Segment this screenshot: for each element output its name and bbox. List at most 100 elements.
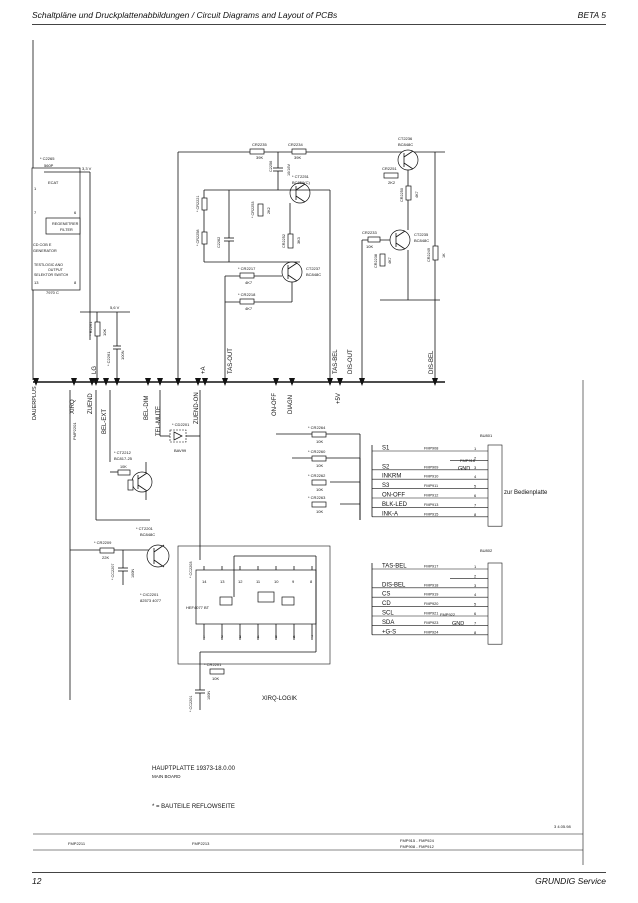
connector-pin: 4 [474, 592, 477, 597]
cr2221-body [201, 197, 208, 211]
cr2201-value: 10K [212, 676, 219, 681]
cr2249-label: CR2249 [427, 248, 431, 262]
cr2221-label: * CR2221 [196, 196, 200, 212]
cr2238-label: CR2238 [374, 254, 378, 268]
cr2253-label: * CR2253 [251, 202, 255, 218]
pin-1: 1 [34, 186, 37, 191]
connector-fmp: FMP923 [424, 621, 438, 625]
connector-pin: 6 [474, 611, 477, 616]
ct2251-symbol [289, 182, 311, 204]
resistor-body [311, 501, 327, 508]
connector-fmp: FMP919 [424, 593, 438, 597]
bu801-label: BU801 [480, 433, 493, 438]
r2261-value: 10K [102, 329, 107, 336]
opto-label-2: OUTPUT [48, 268, 64, 272]
connector-fmp: FMP920 [424, 602, 438, 606]
pin-8: 8 [74, 280, 77, 285]
connector-pin: 3 [474, 583, 477, 588]
board-title: HAUPTPLATTE 19373-18.0.00 [152, 766, 236, 772]
label-zuend-on: ZUEND-ON [194, 392, 200, 424]
cr2253-body [257, 203, 264, 217]
connector-signal: S1 [382, 446, 390, 452]
cr2258-label: * CR2258 [196, 230, 200, 246]
connector-fmp: FMP915 [424, 512, 438, 516]
bu802-gnd-fmp: FMP922 [440, 612, 456, 617]
hef-pin-top: 8 [310, 579, 313, 584]
ct2235-symbol [389, 229, 411, 251]
ct2236-type: BC848C [398, 142, 413, 147]
connector-signal: BLK-LED [382, 502, 408, 508]
cr2238-body [379, 253, 386, 267]
c2262-label: C2262 [217, 237, 221, 248]
bottom-notes: HAUPTPLATTE 19373-18.0.00 MAIN BOARD * =… [33, 380, 584, 865]
footer-page-number: 12 [32, 876, 42, 886]
row-fmp915-924: FMP915 - FMP924 [400, 838, 435, 843]
cr2217-value: 4K7 [245, 280, 253, 285]
label-tas-bel: TAS-BEL [333, 349, 339, 374]
bus-tap-arrow [103, 378, 109, 386]
ct2212-symbol [131, 471, 153, 493]
bus-tap-arrow [195, 378, 201, 386]
cc2203-label: * CC2203 [189, 562, 193, 578]
wire [153, 544, 165, 553]
ct2201-label: * CT2201 [136, 526, 154, 531]
ct2236-label: CT2236 [398, 136, 413, 141]
label-bel-ext: BEL-EXT [102, 409, 108, 434]
connector-fmp: FMP921 [424, 612, 438, 616]
connector-pin: 8 [474, 512, 477, 517]
bus-tap-arrow [359, 378, 365, 386]
c2256-value: 10/16V [287, 163, 291, 176]
wire [153, 559, 165, 568]
c2265-value: 560P [44, 163, 54, 168]
header-title: Schaltpläne und Druckplattenabbildungen … [32, 10, 338, 20]
opto-label-1: TESTLOGIC ANO [34, 263, 63, 267]
wire [287, 262, 298, 270]
cr2209-label: * CR2209 [94, 540, 112, 545]
wire [295, 183, 306, 191]
cr2209-value: 22K [102, 555, 109, 560]
bus-tap-arrow [432, 378, 438, 386]
connector-fmp: FMP910 [424, 475, 438, 479]
r10k-body [117, 469, 131, 476]
ct2237-type: BC848C [306, 272, 321, 277]
connector-fmp: FMP918 [424, 583, 438, 587]
connector-fmp: FMP912 [424, 494, 438, 498]
cr2235-body [249, 148, 265, 155]
wire [295, 195, 306, 203]
resistor-value: 10K [316, 509, 323, 514]
connector-fmp: FMP911 [424, 484, 438, 488]
c2261-value: 100N [120, 350, 125, 360]
label-plus-a: +A [201, 366, 207, 374]
cr2253-value: 2K2 [267, 207, 271, 214]
wire [395, 242, 406, 250]
hef-pin-bottom: 1 [203, 634, 206, 639]
connector-fmp: FMP924 [424, 630, 438, 634]
cr2235-value: 39K [256, 155, 263, 160]
cc2201-value: 100N [207, 691, 211, 700]
cr2234-value: 39K [294, 155, 301, 160]
r2261-body [94, 321, 101, 337]
cd2201-label: * CD2201 [172, 422, 190, 427]
r10k-value: 10K [120, 465, 127, 469]
ct2236-symbol [397, 149, 419, 171]
connector-pin: 8 [474, 630, 477, 635]
connector-body [487, 562, 503, 645]
label-lg: LG [92, 366, 98, 374]
cr2201-body [209, 668, 225, 675]
cr2233-label: CR2233 [362, 230, 377, 235]
pin-13: 13 [34, 280, 39, 285]
row-fmp2213: FMP2213 [192, 841, 210, 846]
c2261-label: * C2261 [106, 351, 111, 366]
cr2234-label: CR2234 [288, 142, 303, 147]
pmp2201-label: PMP2201 [72, 422, 77, 440]
connector-signal: INK-A [382, 511, 398, 517]
cr2258-body [201, 231, 208, 245]
page-footer: 12 GRUNDIG Service [32, 872, 606, 889]
bus: DAUERPLUS XIRQ ZUEND BEL-EXT BEL-DIM TEL… [32, 378, 445, 436]
connector-pin: 6 [474, 493, 477, 498]
